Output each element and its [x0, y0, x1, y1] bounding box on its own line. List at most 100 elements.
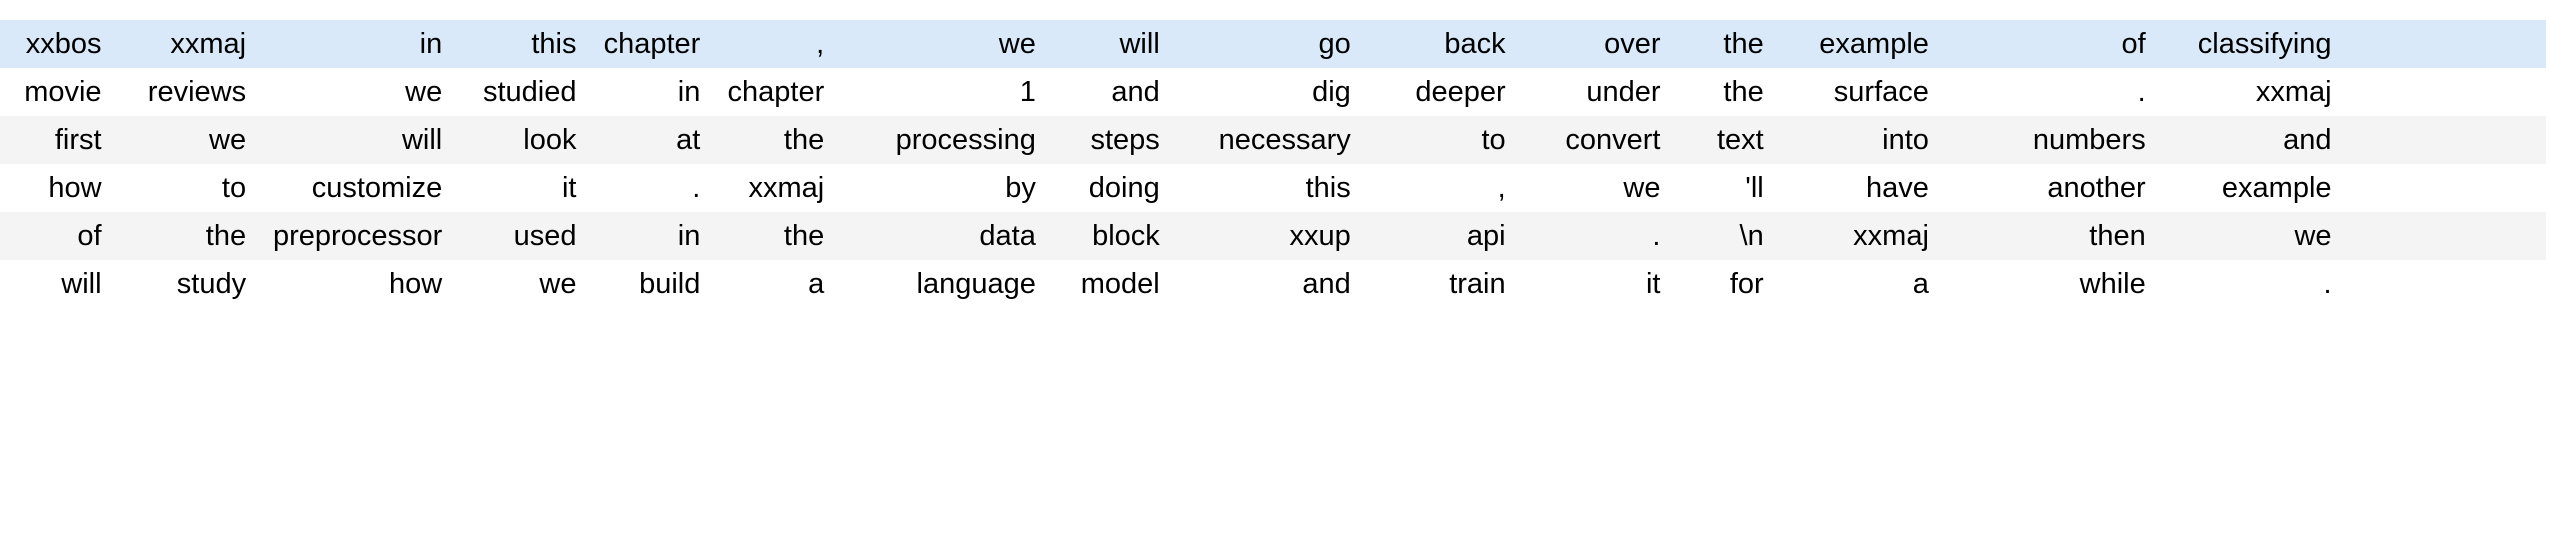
- table-cell: in: [588, 68, 713, 116]
- table-cell: ,: [1362, 164, 1518, 212]
- table-cell: by: [836, 164, 1048, 212]
- table-cell: this: [1171, 164, 1363, 212]
- table-cell: .: [1517, 212, 1673, 260]
- table-cell: xxmaj: [113, 20, 259, 68]
- table-cell: in: [258, 20, 455, 68]
- table-cell: study: [113, 260, 259, 308]
- table-cell: how: [258, 260, 455, 308]
- table-cell: dig: [1171, 68, 1363, 116]
- table-cell: we: [1517, 164, 1673, 212]
- table-cell: of: [0, 212, 114, 260]
- table-cell: into: [1775, 116, 1941, 164]
- table-cell: to: [1362, 116, 1518, 164]
- table-cell: while: [1940, 260, 2158, 308]
- table-cell: example: [2157, 164, 2344, 212]
- table-cell: it: [454, 164, 589, 212]
- table-cell: we: [113, 116, 259, 164]
- table-cell: [2343, 212, 2546, 260]
- table-cell: steps: [1047, 116, 1172, 164]
- table-cell: of: [1940, 20, 2158, 68]
- table-cell: the: [712, 116, 837, 164]
- table-cell: xxmaj: [2157, 68, 2344, 116]
- table-cell: chapter: [588, 20, 713, 68]
- table-cell: build: [588, 260, 713, 308]
- table-cell: the: [113, 212, 259, 260]
- table-cell: customize: [258, 164, 455, 212]
- table-cell: preprocessor: [258, 212, 455, 260]
- table-cell: another: [1940, 164, 2158, 212]
- table-cell: xxmaj: [712, 164, 837, 212]
- table-cell: deeper: [1362, 68, 1518, 116]
- table-cell: train: [1362, 260, 1518, 308]
- table-cell: first: [0, 116, 114, 164]
- table-cell: studied: [454, 68, 589, 116]
- table-cell: example: [1775, 20, 1941, 68]
- table-cell: xxmaj: [1775, 212, 1941, 260]
- table-cell: api: [1362, 212, 1518, 260]
- table-cell: 'll: [1672, 164, 1776, 212]
- table-cell: a: [712, 260, 837, 308]
- table-cell: the: [712, 212, 837, 260]
- table-cell: classifying: [2157, 20, 2344, 68]
- table-cell: data: [836, 212, 1048, 260]
- table-cell: text: [1672, 116, 1776, 164]
- table-cell: we: [454, 260, 589, 308]
- table-cell: and: [1047, 68, 1172, 116]
- table-cell: xxbos: [0, 20, 114, 68]
- table-cell: we: [2157, 212, 2344, 260]
- table-cell: will: [1047, 20, 1172, 68]
- table-cell: we: [258, 68, 455, 116]
- table-cell: chapter: [712, 68, 837, 116]
- table-cell: in: [588, 212, 713, 260]
- table-cell: then: [1940, 212, 2158, 260]
- table-cell: have: [1775, 164, 1941, 212]
- table-cell: ,: [712, 20, 837, 68]
- table-cell: block: [1047, 212, 1172, 260]
- table-cell: necessary: [1171, 116, 1363, 164]
- table-cell: .: [588, 164, 713, 212]
- table-cell: convert: [1517, 116, 1673, 164]
- table-cell: numbers: [1940, 116, 2158, 164]
- table-cell: language: [836, 260, 1048, 308]
- table-cell: go: [1171, 20, 1363, 68]
- table-cell: will: [0, 260, 114, 308]
- table-cell: to: [113, 164, 259, 212]
- table-cell: the: [1672, 20, 1776, 68]
- table-cell: under: [1517, 68, 1673, 116]
- table-cell: 1: [836, 68, 1048, 116]
- table-cell: a: [1775, 260, 1941, 308]
- table-cell: and: [2157, 116, 2344, 164]
- table-cell: movie: [0, 68, 114, 116]
- table-cell: look: [454, 116, 589, 164]
- table-cell: at: [588, 116, 713, 164]
- table-cell: [2343, 260, 2546, 308]
- table-cell: [2343, 68, 2546, 116]
- table-cell: \n: [1672, 212, 1776, 260]
- table-cell: over: [1517, 20, 1673, 68]
- table-cell: back: [1362, 20, 1518, 68]
- table-cell: .: [1940, 68, 2158, 116]
- table-cell: the: [1672, 68, 1776, 116]
- table-cell: surface: [1775, 68, 1941, 116]
- table-cell: how: [0, 164, 114, 212]
- table-cell: xxup: [1171, 212, 1363, 260]
- table-cell: this: [454, 20, 589, 68]
- table-cell: [2343, 116, 2546, 164]
- table-cell: processing: [836, 116, 1048, 164]
- table-cell: doing: [1047, 164, 1172, 212]
- table-cell: used: [454, 212, 589, 260]
- table-cell: .: [2157, 260, 2344, 308]
- table-cell: model: [1047, 260, 1172, 308]
- table-cell: reviews: [113, 68, 259, 116]
- table-cell: [2343, 164, 2546, 212]
- table-cell: we: [836, 20, 1048, 68]
- table-cell: it: [1517, 260, 1673, 308]
